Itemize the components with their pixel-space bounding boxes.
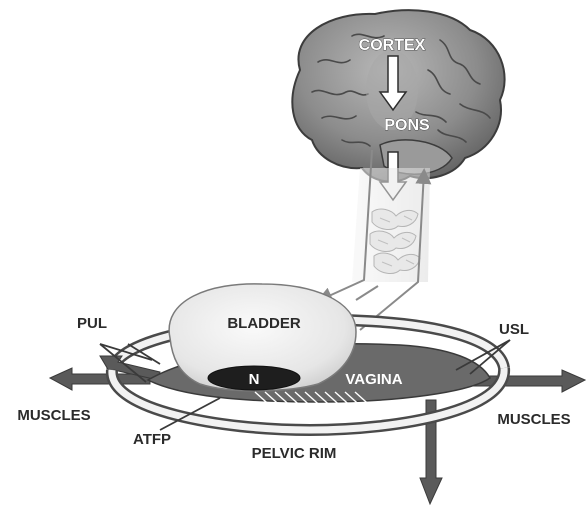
label-atfp: ATFP — [133, 431, 171, 448]
label-muscles-right: MUSCLES — [497, 411, 570, 428]
label-muscles-left: MUSCLES — [17, 407, 90, 424]
label-vagina: VAGINA — [345, 371, 402, 388]
label-pelvic-rim: PELVIC RIM — [252, 445, 337, 462]
label-pons: PONS — [384, 117, 430, 134]
label-usl: USL — [499, 321, 529, 338]
label-n: N — [249, 371, 260, 388]
label-bladder: BLADDER — [227, 315, 300, 332]
label-cortex: CORTEX — [359, 37, 426, 54]
label-pul: PUL — [77, 315, 107, 332]
